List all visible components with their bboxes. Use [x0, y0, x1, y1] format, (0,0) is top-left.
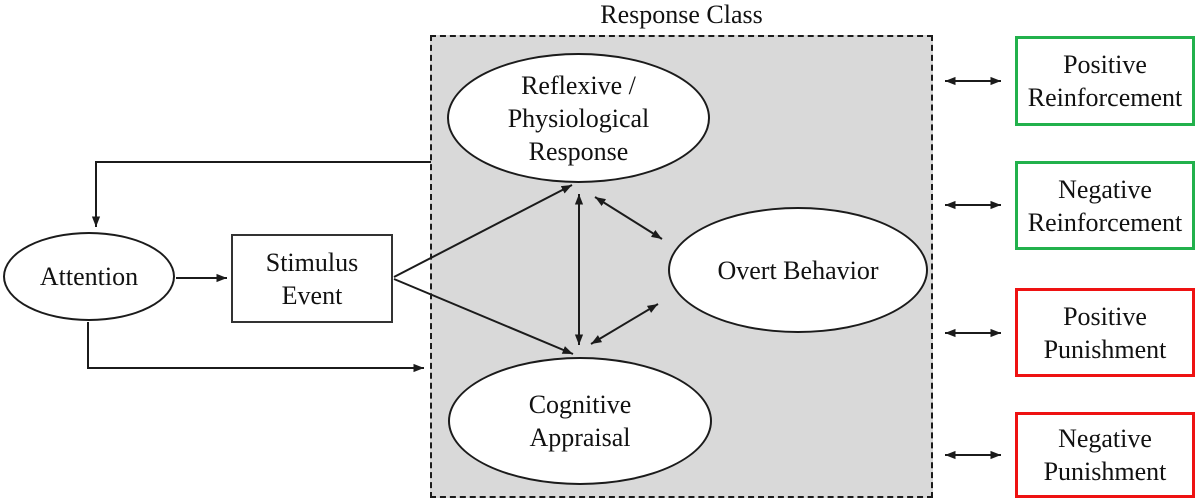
- box-positive-punishment-label: Positive Punishment: [1043, 301, 1167, 364]
- box-negative-reinforcement-label: Negative Reinforcement: [1027, 174, 1183, 237]
- node-attention: Attention: [3, 232, 175, 321]
- node-reflexive-label: Reflexive / Physiological Response: [507, 70, 650, 166]
- node-stimulus-event-label: Stimulus Event: [265, 247, 359, 310]
- box-negative-punishment: Negative Punishment: [1015, 412, 1195, 498]
- box-negative-reinforcement: Negative Reinforcement: [1015, 161, 1195, 250]
- box-negative-punishment-label: Negative Punishment: [1043, 424, 1167, 486]
- node-attention-label: Attention: [39, 262, 139, 291]
- box-positive-reinforcement: Positive Reinforcement: [1015, 36, 1195, 126]
- node-overt-behavior-label: Overt Behavior: [717, 255, 879, 285]
- arrow-attention-to-response-class: [87, 322, 424, 373]
- arrow-response-class-to-attention-feedback: [91, 161, 431, 227]
- node-overt-behavior: Overt Behavior: [668, 207, 928, 333]
- box-positive-reinforcement-label: Positive Reinforcement: [1027, 50, 1183, 112]
- node-reflexive-physiological-response: Reflexive / Physiological Response: [447, 53, 710, 183]
- node-cognitive-appraisal-label: Cognitive Appraisal: [528, 390, 632, 452]
- node-stimulus-event: Stimulus Event: [231, 234, 393, 323]
- node-cognitive-appraisal: Cognitive Appraisal: [448, 357, 712, 485]
- box-positive-punishment: Positive Punishment: [1015, 288, 1195, 377]
- response-class-title: Response Class: [600, 0, 763, 29]
